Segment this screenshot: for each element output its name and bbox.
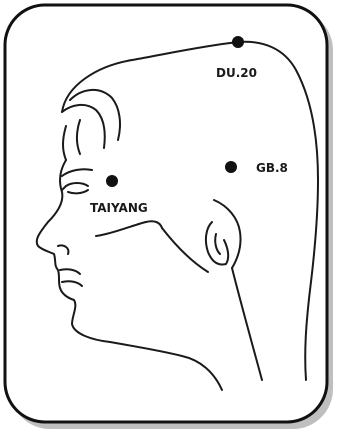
acupoint-gb8-dot xyxy=(225,161,237,173)
acupoint-du20-label: DU.20 xyxy=(216,66,257,80)
acupoint-du20-dot xyxy=(232,36,244,48)
acupoint-taiyang-dot xyxy=(106,175,118,187)
diagram-frame xyxy=(5,5,327,422)
acupoint-taiyang-label: TAIYANG xyxy=(90,201,148,215)
acupoint-gb8-label: GB.8 xyxy=(256,161,288,175)
